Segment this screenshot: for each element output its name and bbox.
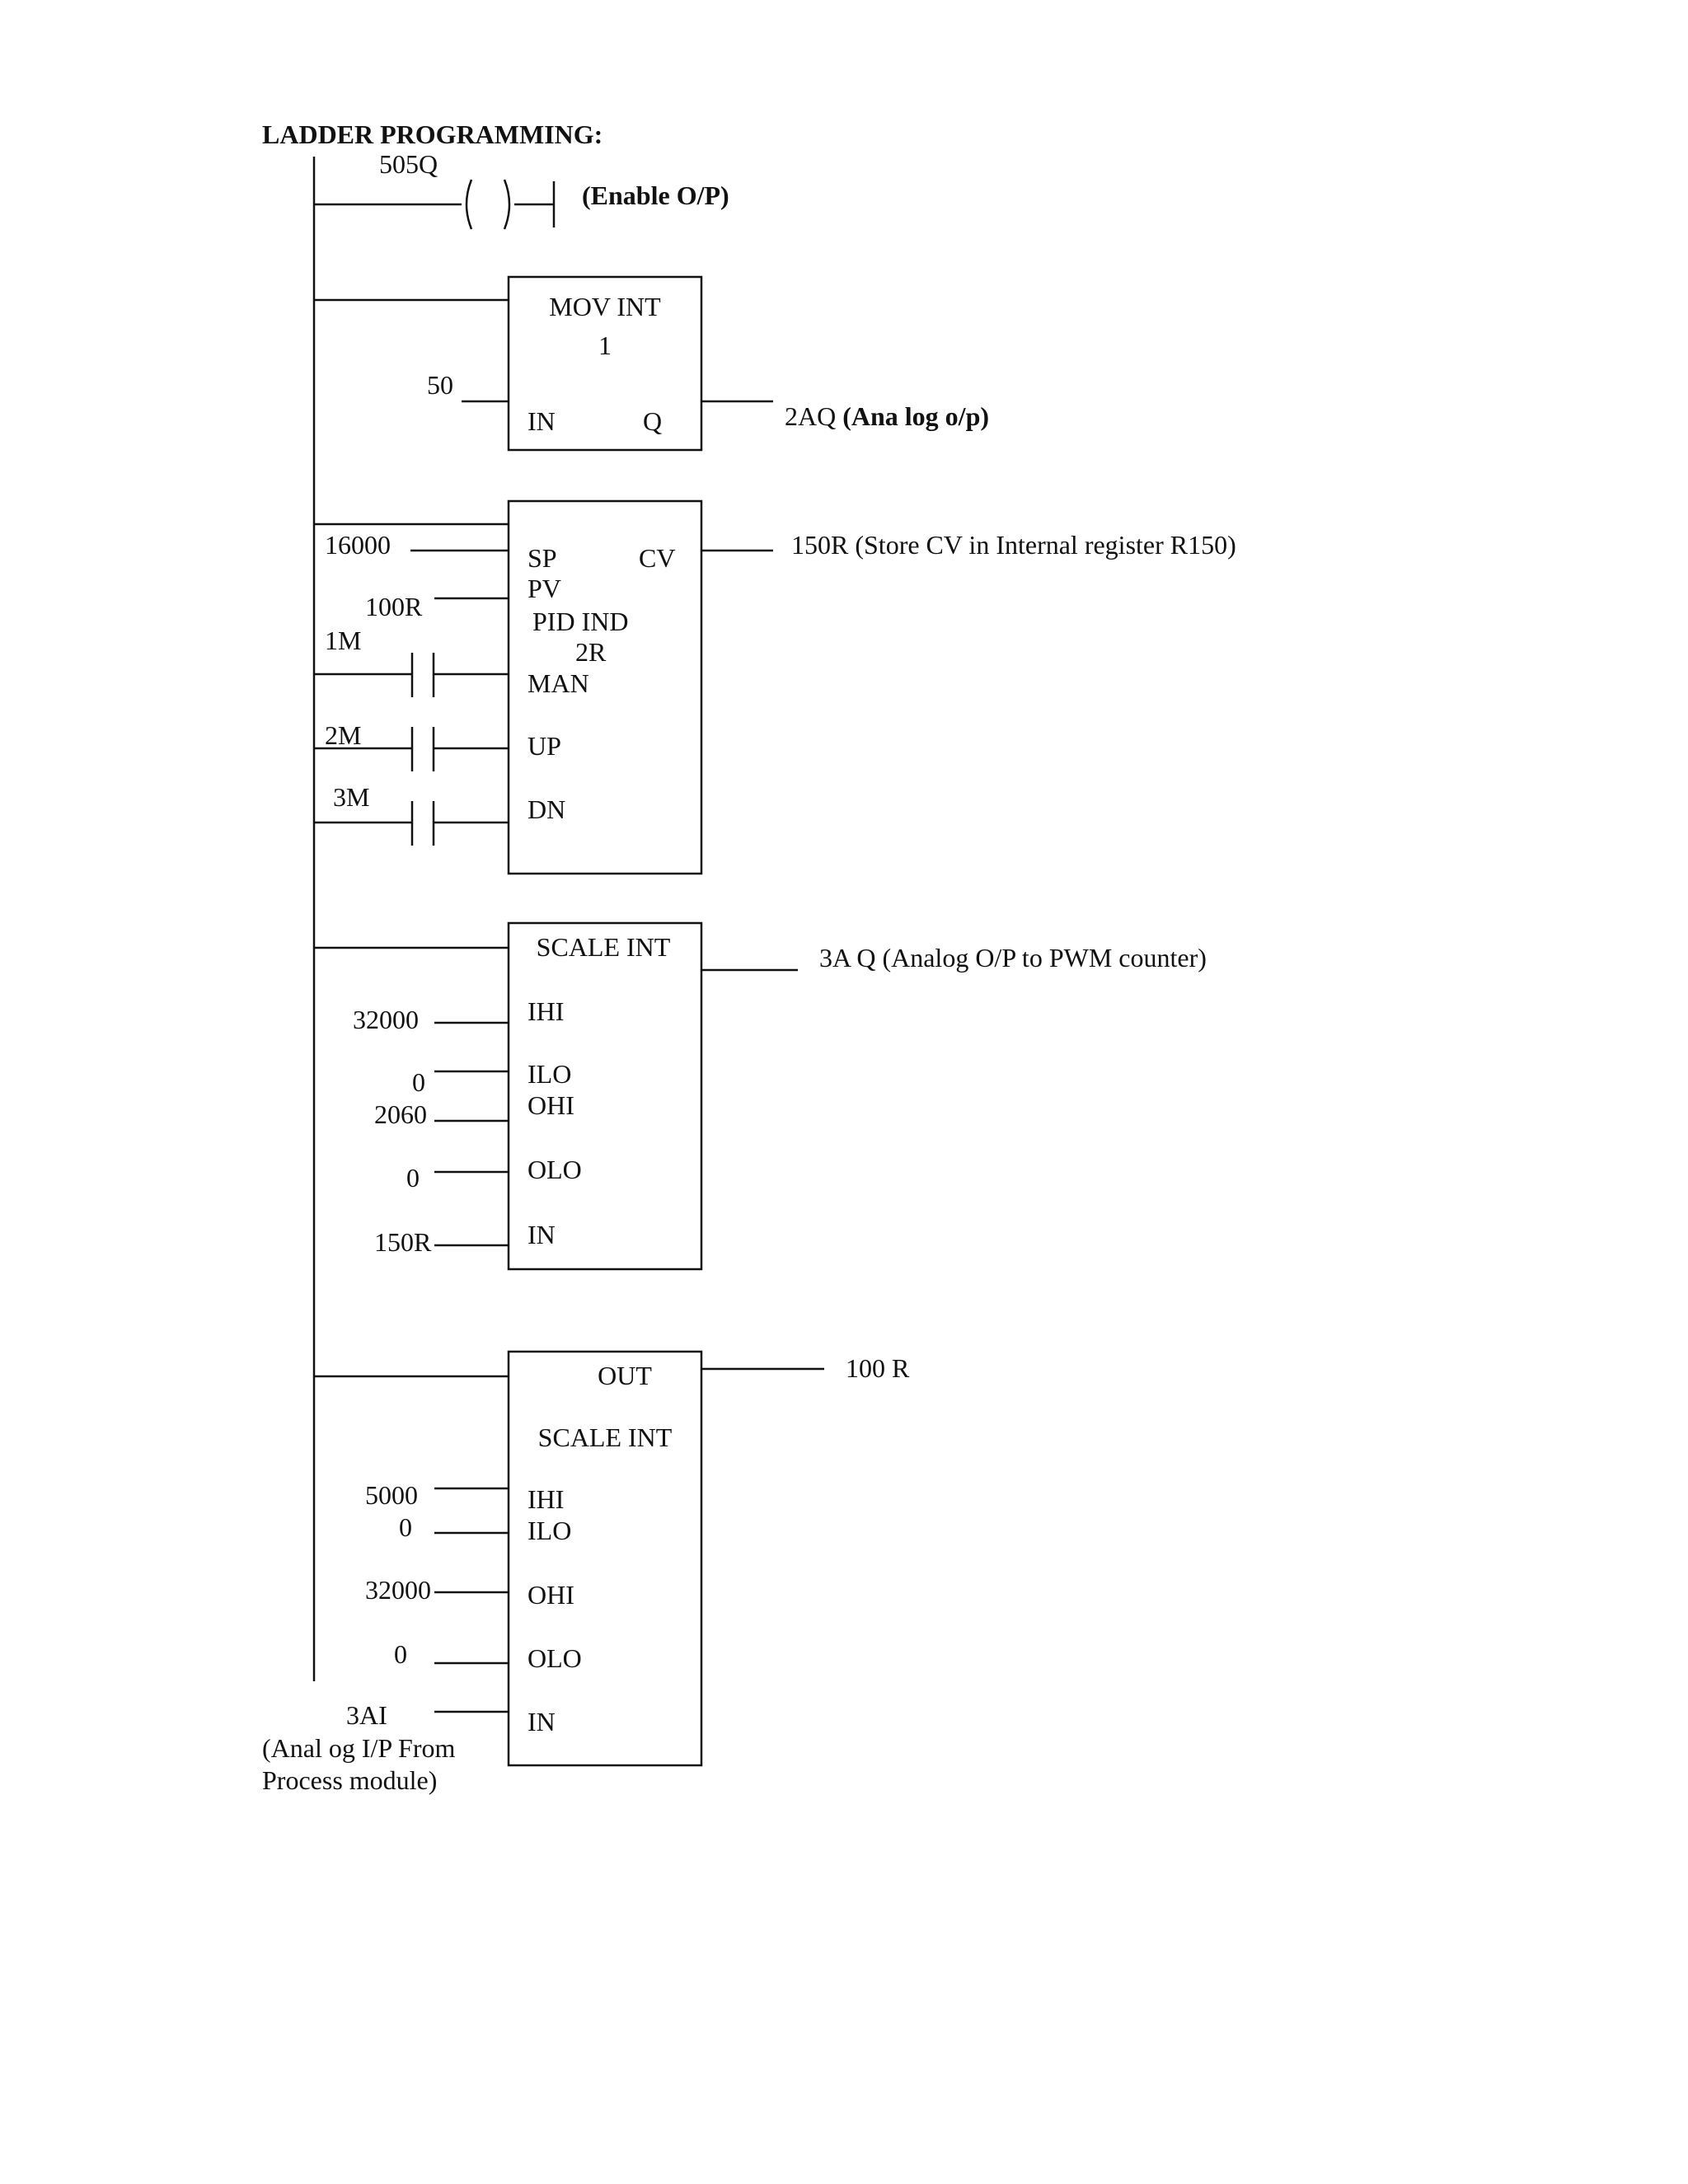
scale2-pin-out: OUT [598, 1361, 652, 1390]
rung-5: OUT SCALE INT 5000 IHI 0 ILO 32000 OHI 0… [262, 1350, 910, 1795]
pid-pin-dn: DN [528, 794, 565, 824]
pid-pin-sp: SP [528, 543, 557, 573]
contact-dn-label: 3M [333, 782, 369, 812]
rung-4: SCALE INT 32000 IHI 0 ILO 2060 OHI 0 OLO… [314, 921, 1207, 1271]
pid-pv-value: 100R [365, 592, 423, 621]
scale1-pin-olo: OLO [528, 1155, 582, 1184]
scale2-ohi-value: 32000 [365, 1575, 431, 1605]
scale2-pin-ilo: ILO [528, 1516, 571, 1545]
scale2-ilo-value: 0 [399, 1512, 412, 1542]
mov-int-block [507, 275, 703, 452]
scale1-pin-in: IN [528, 1220, 556, 1249]
scale1-in-value: 150R [374, 1227, 432, 1257]
coil-left-arc [465, 179, 473, 230]
scale2-pin-olo: OLO [528, 1643, 582, 1673]
scale1-pin-ohi: OHI [528, 1090, 574, 1120]
coil-note: (Enable O/P) [582, 180, 729, 210]
scale2-in-value: 3AI [346, 1700, 387, 1730]
mov-output: 2AQ (Ana log o/p) [785, 401, 989, 431]
scale1-name: SCALE INT [537, 932, 671, 962]
scale2-olo-value: 0 [394, 1639, 407, 1669]
scale2-in-note-2: Process module) [262, 1765, 437, 1795]
scale1-pin-ihi: IHI [528, 996, 564, 1026]
rung-1: 505Q (Enable O/P) [314, 149, 729, 230]
contact-man-label: 1M [325, 626, 361, 655]
mov-int-length: 1 [598, 330, 612, 360]
scale1-ilo-value: 0 [412, 1067, 425, 1097]
contact-up-label: 2M [325, 720, 361, 750]
scale2-pin-ihi: IHI [528, 1484, 564, 1514]
pid-output: 150R (Store CV in Internal register R150… [791, 530, 1236, 560]
rung-3: 16000 100R SP CV PV PID IND 2R MAN UP DN… [314, 499, 1236, 875]
scale1-pin-ilo: ILO [528, 1059, 571, 1089]
pid-block-ref: 2R [575, 637, 607, 667]
pid-pin-up: UP [528, 731, 561, 761]
pid-sp-value: 16000 [325, 530, 391, 560]
scale2-ihi-value: 5000 [365, 1480, 418, 1510]
scale2-output: 100 R [846, 1353, 910, 1383]
pid-block-name: PID IND [532, 607, 628, 636]
coil-address: 505Q [379, 149, 438, 179]
scale-int-block-2 [507, 1350, 703, 1767]
mov-pin-q: Q [643, 406, 662, 436]
pid-pin-cv: CV [639, 543, 675, 573]
pid-pin-man: MAN [528, 668, 589, 698]
scale2-pin-ohi: OHI [528, 1580, 574, 1610]
page-title: LADDER PROGRAMMING: [262, 120, 603, 149]
mov-int-name: MOV INT [549, 292, 661, 321]
mov-pin-in: IN [528, 406, 556, 436]
scale1-olo-value: 0 [406, 1163, 420, 1193]
scale2-in-note-1: (Anal og I/P From [262, 1733, 455, 1763]
mov-output-note: (Ana log o/p) [842, 401, 989, 431]
pid-ind-block [507, 499, 703, 875]
scale-int-block-1 [507, 921, 703, 1271]
scale1-ihi-value: 32000 [353, 1005, 419, 1034]
scale2-pin-in: IN [528, 1707, 556, 1736]
pid-pin-pv: PV [528, 574, 561, 603]
scale2-name: SCALE INT [538, 1422, 673, 1452]
rung-2: MOV INT 1 50 IN Q 2AQ (Ana log o/p) [314, 275, 989, 452]
mov-output-address: 2AQ [785, 401, 836, 431]
mov-input-value: 50 [427, 370, 453, 400]
coil-right-arc [503, 179, 511, 230]
scale1-ohi-value: 2060 [374, 1099, 427, 1129]
scale1-output: 3A Q (Analog O/P to PWM counter) [819, 943, 1207, 972]
